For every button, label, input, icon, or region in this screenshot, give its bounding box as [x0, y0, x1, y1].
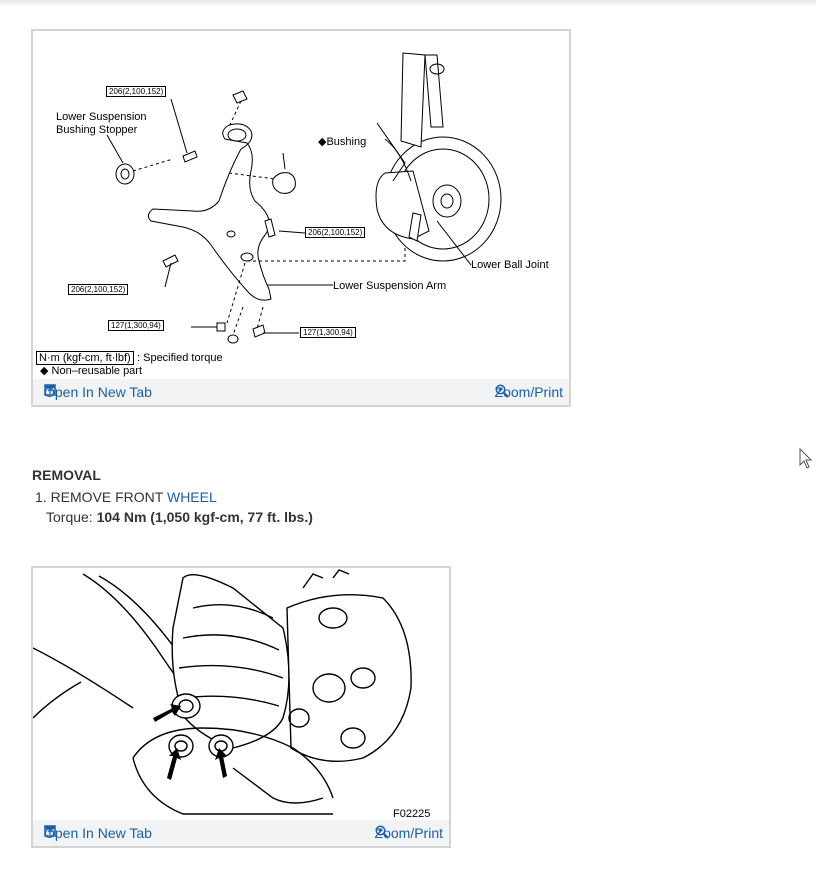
zoom-print-link[interactable]: Zoom/Print	[495, 384, 563, 400]
mouse-cursor-icon	[799, 448, 813, 469]
wheel-removal-diagram	[33, 569, 412, 815]
torque-label: 127(1,300,94)	[108, 320, 164, 331]
wheel-link[interactable]: WHEEL	[166, 489, 217, 505]
zoom-icon	[375, 825, 389, 839]
top-divider	[0, 0, 816, 7]
torque-label-text: Torque:	[46, 509, 97, 525]
ball-joint-label: Lower Ball Joint	[471, 259, 549, 271]
bushing-label: ◆Bushing	[318, 136, 367, 148]
section-heading: REMOVAL	[32, 467, 101, 483]
open-in-new-tab-link[interactable]: Open In New Tab	[44, 384, 152, 400]
torque-spec: Torque: 104 Nm (1,050 kgf-cm, 77 ft. lbs…	[46, 509, 313, 525]
bushing-stopper-label: Lower Suspension Bushing Stopper	[56, 111, 147, 136]
torque-label: 127(1,300,94)	[300, 327, 356, 338]
figure-toolbar: Open In New Tab Zoom/Print	[33, 379, 569, 405]
torque-value: 104 Nm (1,050 kgf-cm, 77 ft. lbs.)	[96, 509, 313, 525]
figure-toolbar: Open In New Tab Zoom/Print	[33, 820, 449, 846]
zoom-print-link[interactable]: Zoom/Print	[375, 825, 443, 841]
torque-label: 206(2,100,152)	[106, 86, 167, 97]
zoom-icon	[495, 384, 509, 398]
wheel-removal-figure: F02225 Open In New Tab Zoom/Print	[31, 566, 451, 848]
arm-label: Lower Suspension Arm	[333, 280, 447, 292]
step-text: 1. REMOVE FRONT	[35, 489, 167, 505]
suspension-diagram-figure: 206(2,100,152) 206(2,100,152) 206(2,100,…	[31, 29, 571, 407]
suspension-diagram	[106, 52, 502, 344]
open-in-new-tab-label: Open In New Tab	[44, 384, 152, 400]
open-in-new-tab-link[interactable]: Open In New Tab	[44, 825, 152, 841]
open-in-new-tab-icon	[44, 384, 56, 396]
legend-unit: N·m (kgf-cm, ft·lbf)	[36, 351, 134, 365]
removal-section: REMOVAL 1. REMOVE FRONT WHEEL Torque: 10…	[32, 467, 313, 525]
open-in-new-tab-label: Open In New Tab	[44, 825, 152, 841]
figure-code: F02225	[393, 808, 431, 820]
removal-step-1: 1. REMOVE FRONT WHEEL	[35, 489, 313, 505]
legend-unit-desc: : Specified torque	[137, 352, 223, 364]
torque-label: 206(2,100,152)	[305, 227, 366, 238]
zoom-print-label: Zoom/Print	[374, 825, 443, 841]
open-in-new-tab-icon	[44, 825, 56, 837]
zoom-print-label: Zoom/Print	[494, 384, 563, 400]
legend-nonreusable: ◆ Non–reusable part	[40, 365, 143, 377]
torque-label: 206(2,100,152)	[68, 284, 129, 295]
